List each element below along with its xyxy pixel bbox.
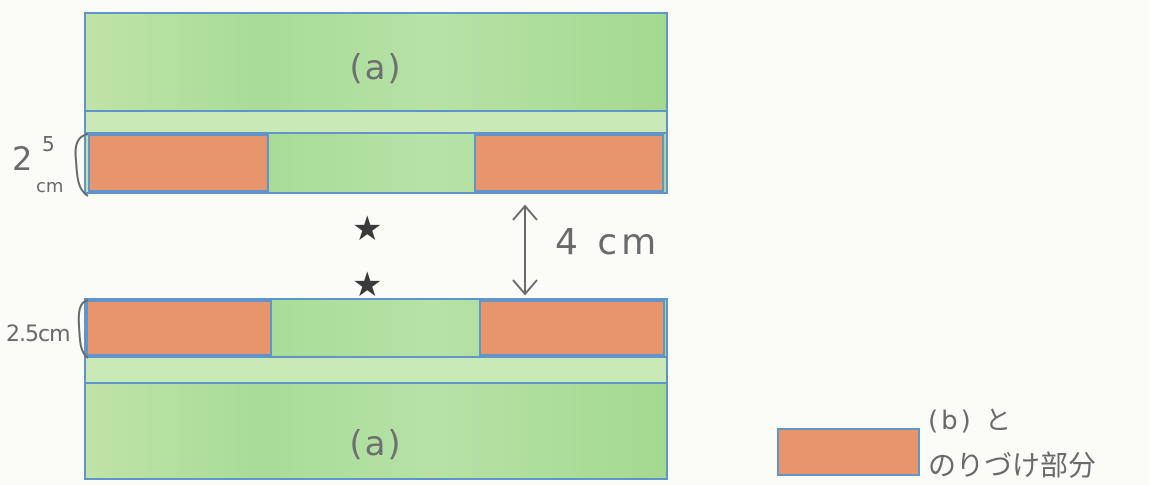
top-dimension-bracket	[74, 133, 89, 197]
bottom-dimension-bracket	[77, 299, 89, 359]
bottom-dimension-label: 2.5cm	[6, 322, 71, 347]
top-star-marker: ★	[352, 209, 383, 249]
top-panel-a-label: (a)	[349, 48, 403, 88]
gap-double-arrow	[512, 204, 538, 296]
top-left-glue-tab	[88, 134, 269, 192]
bottom-left-glue-tab	[86, 300, 272, 356]
top-thin-strip	[84, 110, 668, 134]
top-dimension-value: 2	[12, 140, 33, 178]
legend-line-1: (b) と	[928, 406, 1015, 436]
top-dimension-decimal: 5	[42, 132, 55, 156]
bottom-star-marker: ★	[352, 265, 383, 305]
bottom-right-glue-tab	[479, 300, 665, 356]
bottom-panel-a-label: (a)	[349, 424, 403, 464]
top-dimension-unit: cm	[36, 176, 64, 197]
top-panel-a	[84, 12, 668, 112]
top-right-glue-tab	[474, 134, 664, 192]
legend-line-2: のりづけ部分	[928, 449, 1097, 482]
legend-swatch	[777, 428, 920, 476]
bottom-panel-a	[84, 382, 668, 480]
gap-distance-label: 4 cm	[555, 222, 661, 263]
bottom-thin-strip	[84, 356, 668, 384]
